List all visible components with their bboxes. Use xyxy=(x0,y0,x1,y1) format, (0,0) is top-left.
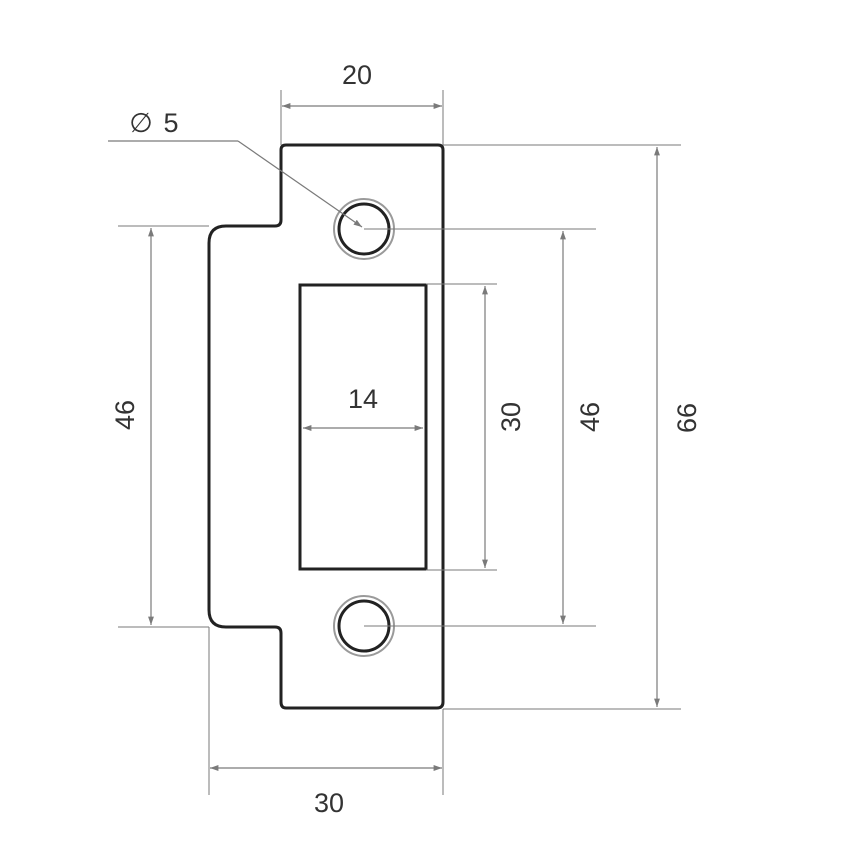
dimension-total-height: 66 xyxy=(443,144,702,710)
plate-outline xyxy=(207,143,445,710)
dimension-right-hole-spacing: 46 xyxy=(364,228,605,627)
dimension-left-hole-spacing: 46 xyxy=(110,225,209,628)
total-height-label: 66 xyxy=(672,403,702,433)
hole-diameter-label: 5 xyxy=(163,108,178,138)
dimension-top-width: 20 xyxy=(280,60,444,145)
bottom-width-label: 30 xyxy=(314,788,344,818)
top-width-label: 20 xyxy=(342,60,372,90)
diameter-symbol: ∅ xyxy=(129,108,153,138)
right-hole-spacing-label: 46 xyxy=(575,402,605,432)
window-height-label: 30 xyxy=(496,402,526,432)
dimension-window-width: 14 xyxy=(303,384,423,431)
window-width-label: 14 xyxy=(348,384,378,414)
left-hole-spacing-label: 46 xyxy=(110,400,140,430)
dimension-bottom-width: 30 xyxy=(208,627,444,818)
latch-window xyxy=(298,283,428,571)
dimension-window-height: 30 xyxy=(426,283,526,571)
dimension-hole-diameter: ∅ 5 xyxy=(108,108,363,228)
